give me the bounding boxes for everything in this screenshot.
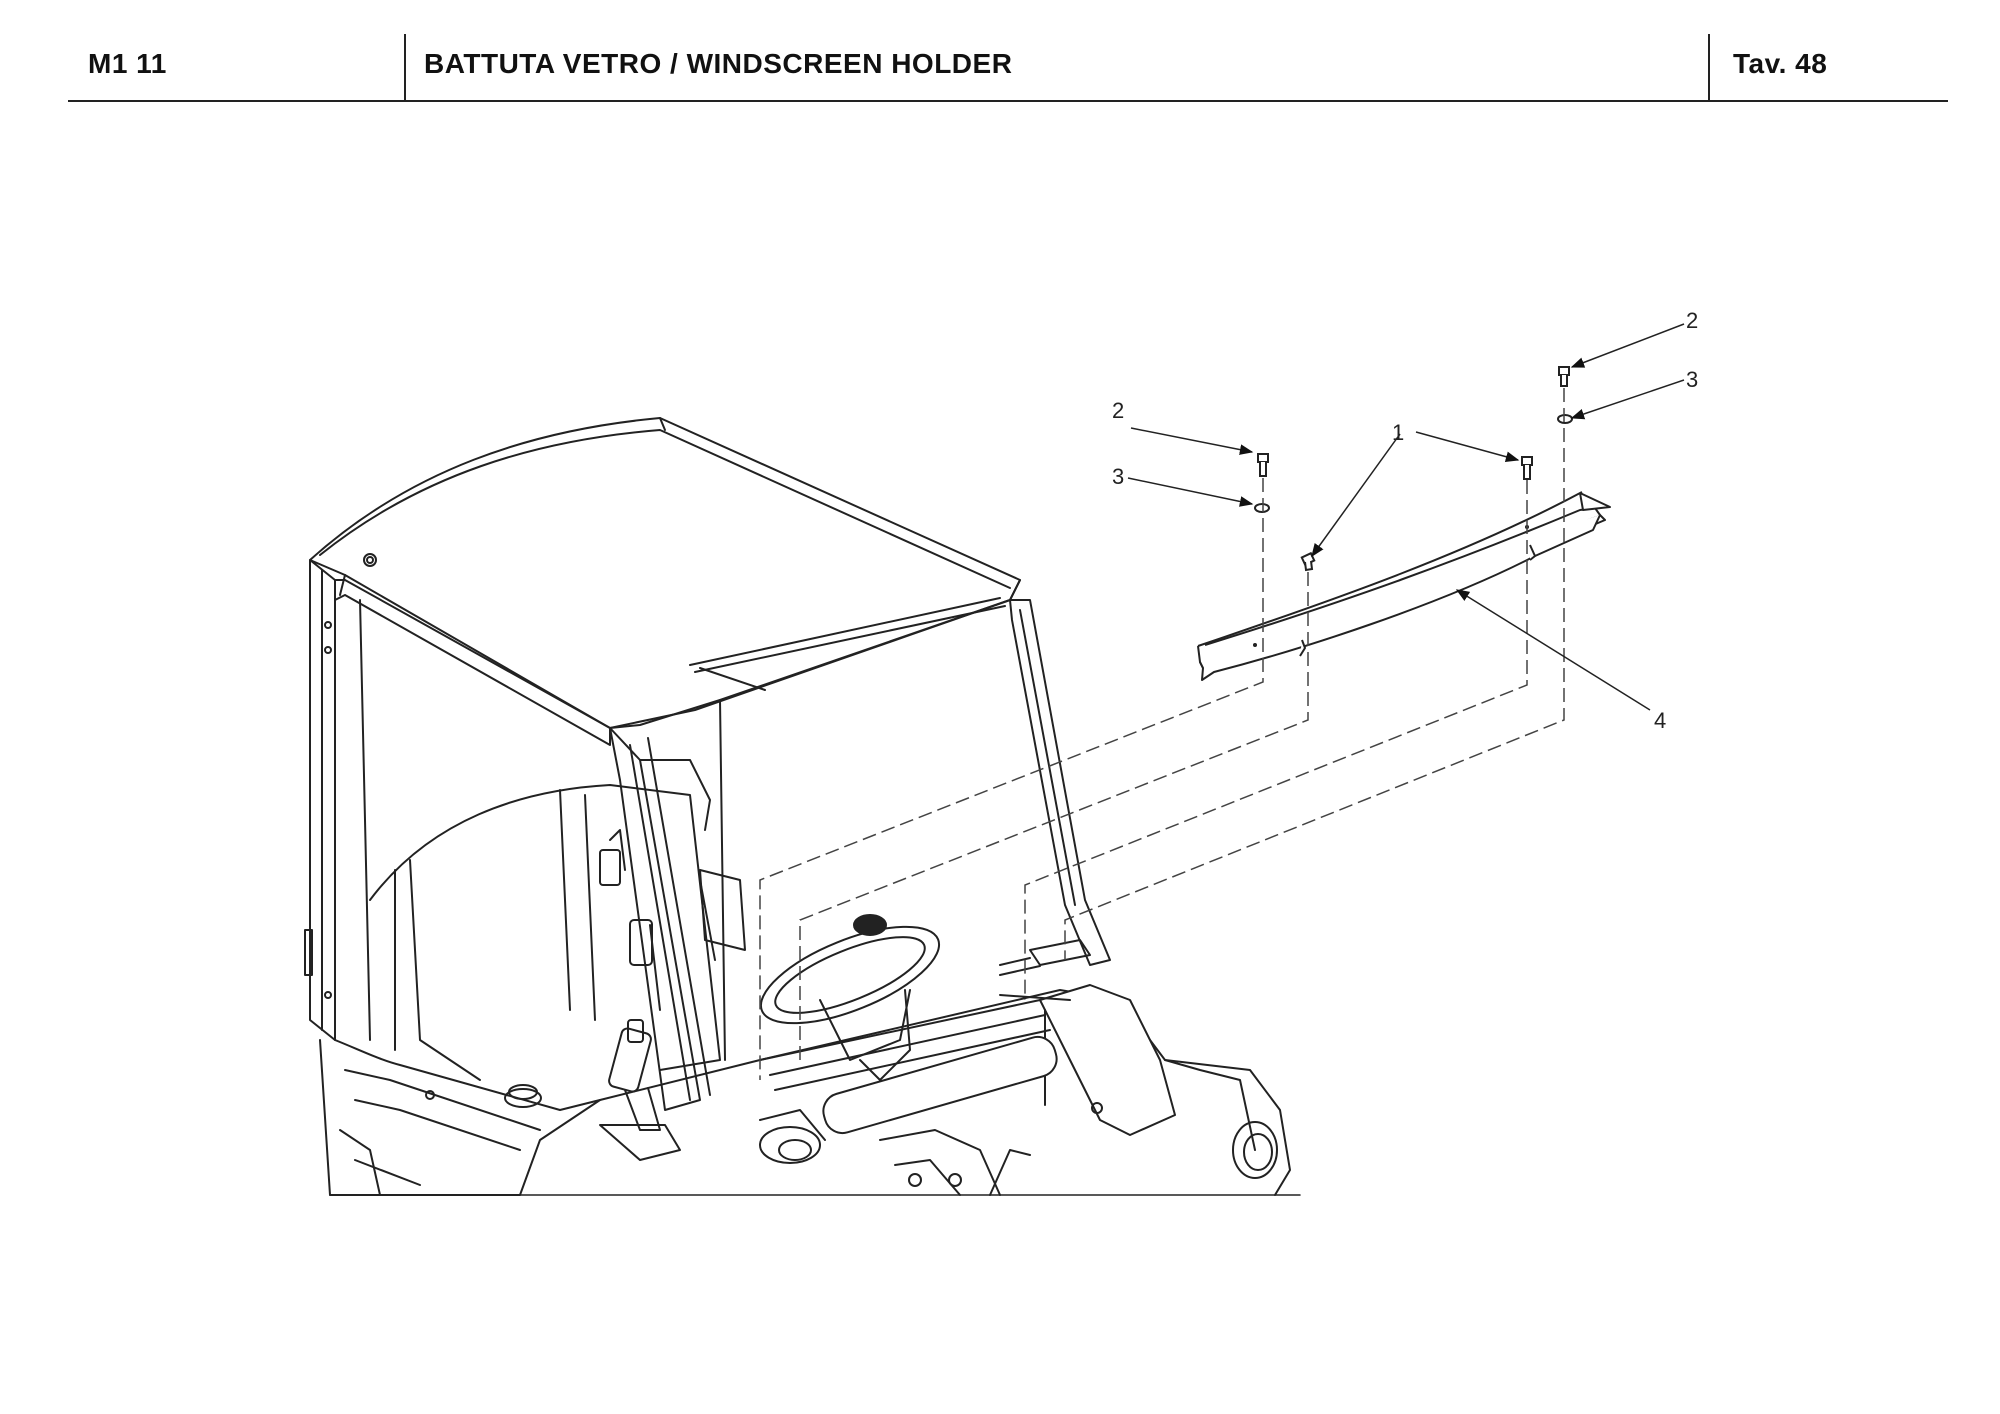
screw-right-upper — [1558, 366, 1570, 387]
cab-assembly — [304, 417, 1301, 1196]
cab-roof — [309, 417, 1021, 729]
callout-4: 4 — [1654, 708, 1666, 733]
windscreen-holder-bar — [1197, 491, 1611, 681]
screw-right-lower — [1521, 456, 1533, 480]
header-rule — [68, 100, 1948, 102]
title-block: M1 11 BATTUTA VETRO / WINDSCREEN HOLDER … — [68, 34, 1948, 102]
cross-tube — [822, 1035, 1058, 1135]
washer-left — [1254, 503, 1270, 513]
callout-2-left: 2 — [1112, 398, 1124, 423]
drawing-code: M1 11 — [88, 48, 167, 79]
cab-rear-pillar — [609, 727, 701, 1111]
callout-1: 1 — [1392, 420, 1404, 445]
loader-arm — [1039, 984, 1176, 1136]
headlight — [1232, 1121, 1278, 1179]
callout-3-right: 3 — [1686, 367, 1698, 392]
title-separator-left — [404, 34, 406, 102]
screw-left-upper — [1257, 453, 1269, 477]
drawing-title: BATTUTA VETRO / WINDSCREEN HOLDER — [424, 48, 1013, 79]
screw-left-lower — [1300, 551, 1316, 572]
title-separator-right — [1708, 34, 1710, 102]
table-number: Tav. 48 — [1733, 48, 1828, 79]
washer-right — [1557, 414, 1573, 424]
callout-3-left: 3 — [1112, 464, 1124, 489]
callout-leaders — [1127, 323, 1685, 711]
callout-2-right: 2 — [1686, 308, 1698, 333]
steering-wheel — [759, 925, 941, 1025]
joystick — [599, 1019, 681, 1161]
assembly-lines — [759, 388, 1565, 1080]
fasteners — [1254, 366, 1573, 572]
